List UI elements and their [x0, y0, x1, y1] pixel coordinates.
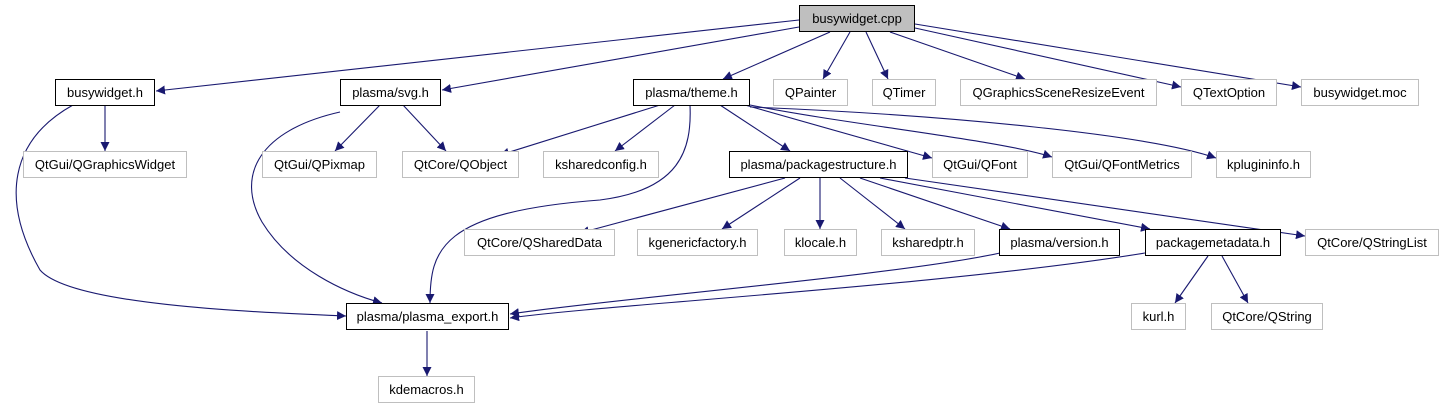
- edge-theme_h-to-qfont: [744, 104, 933, 160]
- edge-packagemetadata-to-qstring: [1221, 255, 1249, 304]
- edge-theme_h-to-kplugininfo: [749, 106, 1217, 160]
- node-packagemetadata[interactable]: packagemetadata.h: [1145, 229, 1281, 256]
- node-qfontmetrics: QtGui/QFontMetrics: [1052, 151, 1192, 178]
- node-qpixmap: QtGui/QPixmap: [262, 151, 377, 178]
- node-cpp: busywidget.cpp: [799, 5, 915, 32]
- edge-svg_h-to-qobject: [402, 104, 447, 152]
- node-qstringlist: QtCore/QStringList: [1305, 229, 1439, 256]
- edge-busywidget_h-to-plasma_export: [15, 104, 347, 321]
- edge-theme_h-to-qobject: [499, 104, 661, 157]
- node-ksharedconfig: ksharedconfig.h: [543, 151, 659, 178]
- node-qshareddata: QtCore/QSharedData: [464, 229, 615, 256]
- edge-cpp-to-theme_h: [722, 31, 831, 80]
- edge-packagestructure-to-version_h: [859, 177, 1011, 231]
- node-qgraphicswidget: QtGui/QGraphicsWidget: [23, 151, 187, 178]
- node-kdemacros: kdemacros.h: [378, 376, 475, 403]
- node-theme-h[interactable]: plasma/theme.h: [633, 79, 750, 106]
- edge-theme_h-to-qfontmetrics: [749, 104, 1053, 159]
- edge-cpp-to-qtextoption: [914, 27, 1182, 90]
- edge-theme_h-to-packagestructure: [719, 104, 791, 152]
- edge-packagemetadata-to-plasma_export: [509, 252, 1146, 322]
- edge-packagemetadata-to-kurl: [1174, 255, 1209, 304]
- node-qgsre: QGraphicsSceneResizeEvent: [960, 79, 1157, 106]
- node-qstring: QtCore/QString: [1211, 303, 1323, 330]
- edge-cpp-to-qtimer: [865, 31, 889, 80]
- edge-theme_h-to-ksharedconfig: [614, 104, 676, 152]
- edge-cpp-to-qpainter: [822, 31, 851, 80]
- node-qtextoption: QTextOption: [1181, 79, 1277, 106]
- node-svg-h[interactable]: plasma/svg.h: [340, 79, 441, 106]
- node-qobject: QtCore/QObject: [402, 151, 519, 178]
- node-kplugininfo: kplugininfo.h: [1216, 151, 1311, 178]
- edge-version_h-to-plasma_export: [509, 252, 1001, 318]
- edge-packagestructure-to-kgenericfactory: [721, 177, 801, 230]
- node-ksharedptr: ksharedptr.h: [881, 229, 975, 256]
- node-klocale: klocale.h: [784, 229, 857, 256]
- edge-cpp-to-busywidget_h: [155, 19, 800, 95]
- node-packagestructure[interactable]: plasma/packagestructure.h: [729, 151, 908, 178]
- node-kgenericfactory: kgenericfactory.h: [637, 229, 758, 256]
- edge-cpp-to-moc: [914, 23, 1302, 90]
- edge-packagestructure-to-packagemetadata: [879, 177, 1151, 232]
- edge-cpp-to-qgsre: [889, 31, 1026, 81]
- edge-theme_h-to-plasma_export: [425, 104, 691, 304]
- edge-packagestructure-to-qstringlist: [904, 177, 1306, 240]
- edge-svg_h-to-qpixmap: [334, 104, 381, 152]
- node-plasma-export[interactable]: plasma/plasma_export.h: [346, 303, 509, 330]
- node-moc: busywidget.moc: [1301, 79, 1419, 106]
- edge-cpp-to-svg_h: [441, 26, 800, 93]
- edge-packagestructure-to-ksharedptr: [839, 177, 906, 230]
- node-version-h[interactable]: plasma/version.h: [999, 229, 1120, 256]
- node-kurl: kurl.h: [1131, 303, 1186, 330]
- node-busywidget-h[interactable]: busywidget.h: [55, 79, 155, 106]
- node-qpainter: QPainter: [773, 79, 848, 106]
- node-qfont: QtGui/QFont: [932, 151, 1028, 178]
- edge-packagestructure-to-qshareddata: [579, 177, 786, 236]
- node-qtimer: QTimer: [872, 79, 936, 106]
- edge-svg_h-to-plasma_export: [251, 111, 383, 305]
